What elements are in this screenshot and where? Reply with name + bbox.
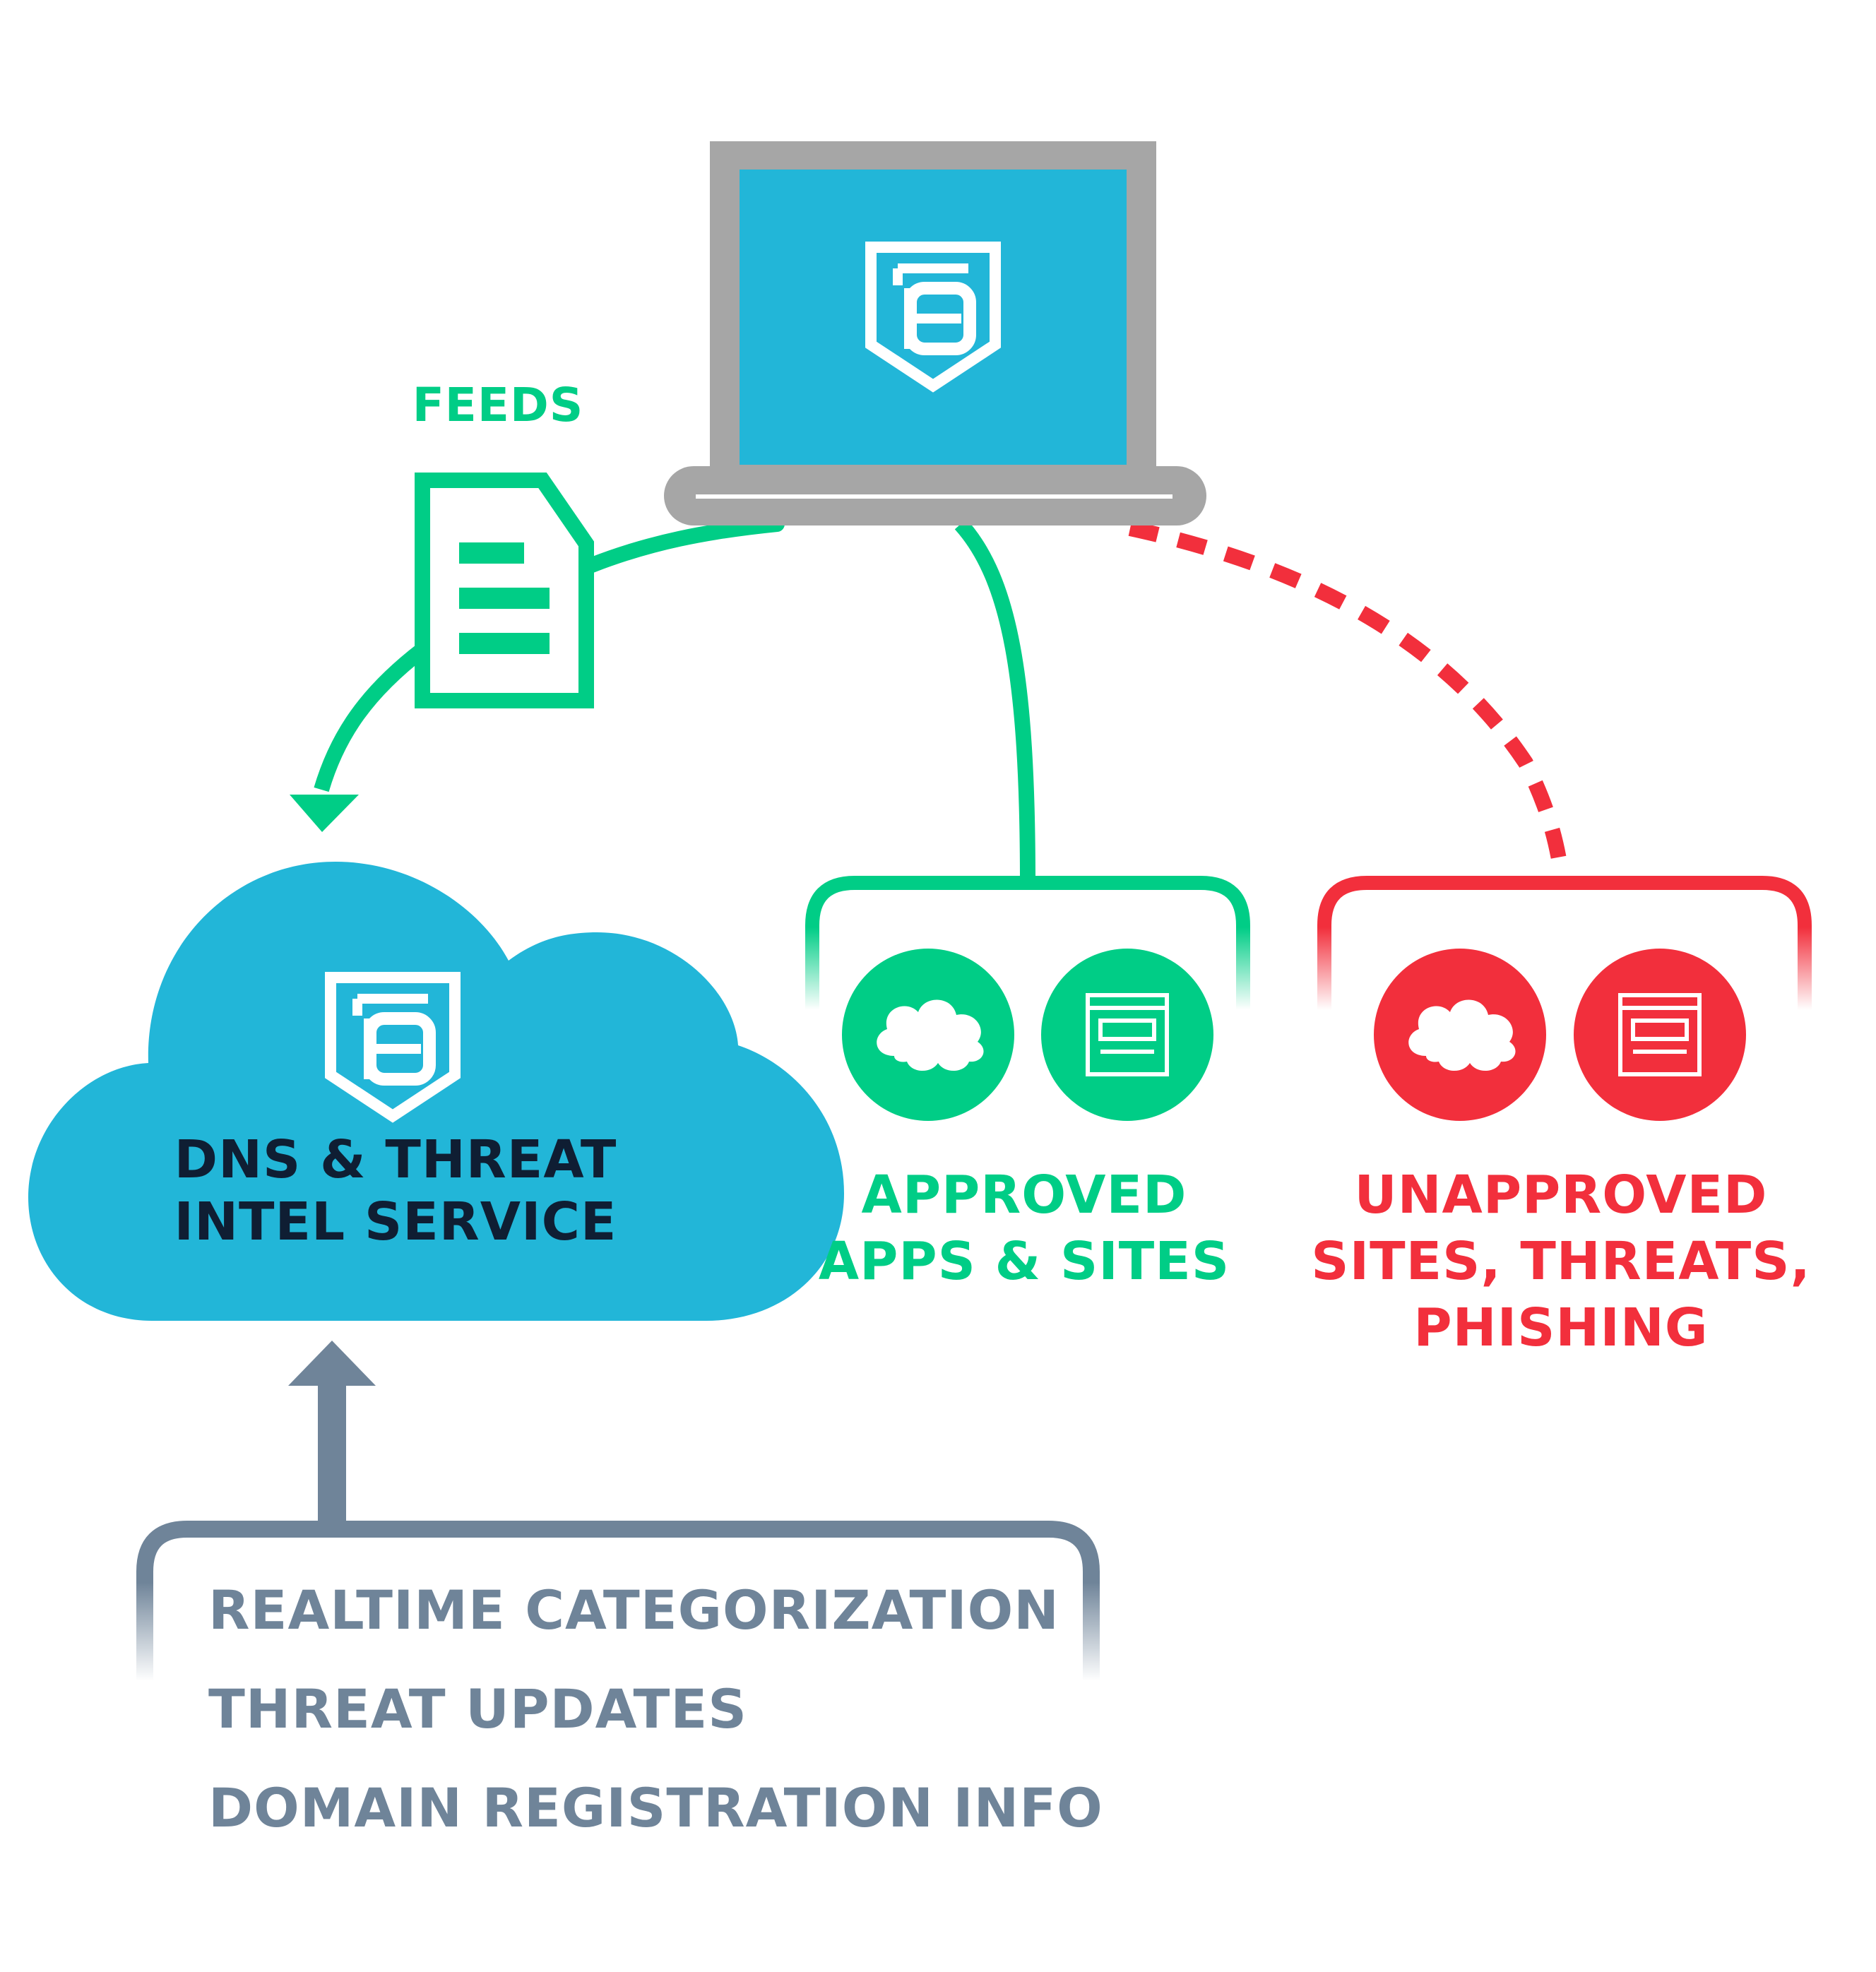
feeds-arrowhead xyxy=(290,795,359,832)
source-item-threat-updates: THREAT UPDATES xyxy=(208,1677,748,1740)
approved-cloud-app-icon xyxy=(842,949,1014,1121)
feeds-connector xyxy=(584,516,785,573)
cloud-label-line1: DNS & THREAT xyxy=(174,1129,617,1190)
sources-arrow xyxy=(288,1341,376,1529)
laptop xyxy=(664,141,1206,525)
approved-browser-window-icon xyxy=(1041,949,1213,1121)
feeds-to-cloud-connector xyxy=(314,643,427,792)
unapproved-bracket xyxy=(1317,876,1812,1010)
unapproved-cloud-app-icon xyxy=(1374,949,1546,1121)
approved-label-line1: APPROVED xyxy=(861,1165,1187,1225)
source-item-realtime-categorization: REALTIME CATEGORIZATION xyxy=(208,1579,1059,1641)
sources-list: REALTIME CATEGORIZATION THREAT UPDATES D… xyxy=(208,1561,1103,1858)
feeds-label: FEEDS xyxy=(412,378,584,432)
unapproved-label: UNAPPROVED SITES, THREATS, PHISHING xyxy=(1293,1162,1829,1361)
cloud-label: DNS & THREAT INTEL SERVICE xyxy=(113,1129,678,1253)
approved-bracket xyxy=(805,876,1250,1010)
unapproved-label-line3: PHISHING xyxy=(1413,1297,1709,1358)
approved-connector xyxy=(954,518,1035,884)
unapproved-label-line2: SITES, THREATS, xyxy=(1311,1231,1811,1292)
approved-label: APPROVED APPS & SITES xyxy=(805,1162,1243,1295)
dns-cloud xyxy=(28,862,844,1321)
sources-bracket xyxy=(136,1521,1100,1681)
source-item-domain-registration-info: DOMAIN REGISTRATION INFO xyxy=(208,1776,1103,1839)
approved-label-line2: APPS & SITES xyxy=(818,1231,1230,1292)
cloud-label-line2: INTEL SERVICE xyxy=(174,1192,617,1252)
document-icon xyxy=(415,473,594,708)
unapproved-label-line1: UNAPPROVED xyxy=(1354,1165,1768,1225)
unapproved-browser-window-icon xyxy=(1574,949,1746,1121)
unapproved-connector xyxy=(1128,521,1570,884)
